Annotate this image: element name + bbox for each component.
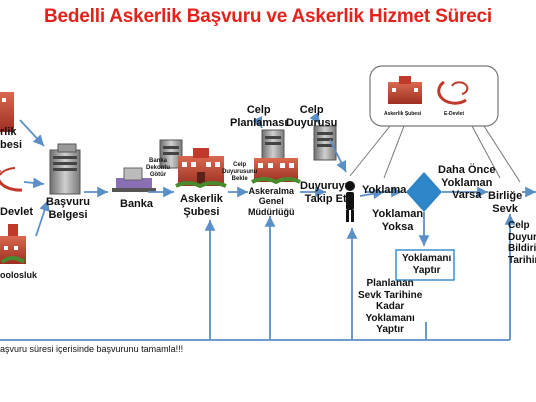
bubble-edevlet-icon [437, 80, 469, 105]
left-mid-label: Devlet [0, 206, 34, 218]
person-icon [345, 181, 355, 222]
bank-cashier-icon [112, 167, 156, 192]
decision-diamond [406, 172, 442, 212]
flow-arrows [19, 112, 536, 246]
yoklamani-yaptir-box [395, 249, 455, 281]
bank-building-icon [159, 139, 183, 169]
left-bottom-building-icon [0, 224, 26, 264]
diagram-title: Bedelli Askerlik Başvuru ve Askerlik Hiz… [44, 6, 492, 27]
bubble-building-icon [388, 76, 422, 104]
info-bubble [369, 65, 499, 127]
edevlet-logo-icon [0, 167, 23, 192]
footer-note: aşvuru süresi içerisinde başvurunu tamam… [0, 344, 184, 354]
banka-label: Banka [120, 198, 154, 210]
left-bottom-label: oolosluk [0, 270, 38, 280]
yoklama-label: Yoklama [362, 184, 407, 196]
bubble-sube-label: Askerlik Şubesi [384, 111, 422, 117]
server-icon [49, 143, 81, 195]
celp-duyurusu-server-icon [313, 125, 337, 161]
askeralma-building-icon [251, 129, 301, 185]
left-building-icon [0, 92, 14, 132]
bubble-edevlet-label: E-Devlet [444, 111, 465, 117]
return-lines [0, 214, 516, 341]
askerlik-subesi-building-icon [175, 148, 227, 189]
celp-right-label: CelpDuyuruBildiriTarihin [508, 220, 536, 266]
bubble-pointers [349, 125, 521, 183]
